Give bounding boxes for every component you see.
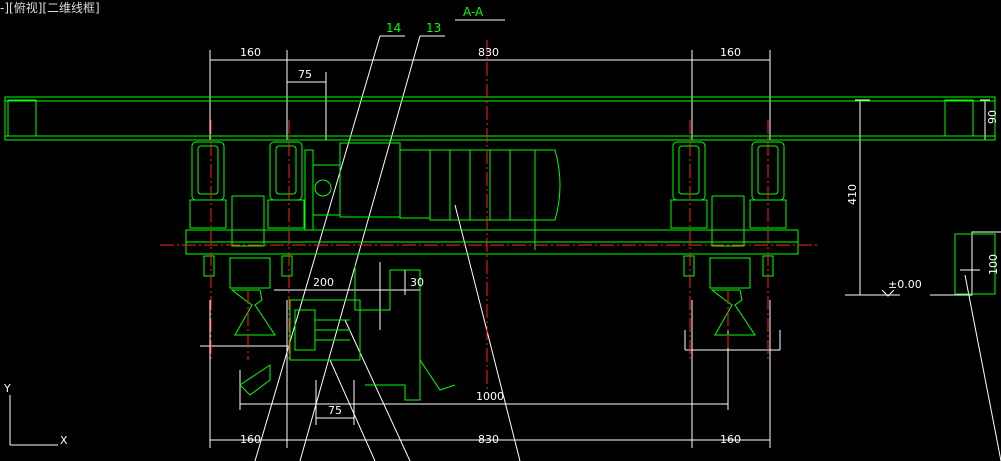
dim-top-right: 160 <box>720 46 741 59</box>
dimension-lines <box>200 19 1001 461</box>
callout-13: 13 <box>426 21 441 35</box>
ucs-icon <box>9 395 58 446</box>
center-lines <box>160 40 820 390</box>
dim-bot-left: 160 <box>240 433 261 446</box>
dim-200: 200 <box>313 276 334 289</box>
callout-14: 14 <box>386 21 401 35</box>
dim-bot-right: 160 <box>720 433 741 446</box>
trolley-geometry <box>4 96 996 401</box>
dim-30: 30 <box>410 276 424 289</box>
dim-top-left: 160 <box>240 46 261 59</box>
dim-far-right-100: 100 <box>987 254 1000 275</box>
dim-1000: 1000 <box>476 390 504 403</box>
section-title: A-A <box>463 5 484 19</box>
dim-top-75: 75 <box>298 68 312 81</box>
dim-bot-mid: 830 <box>478 433 499 446</box>
viewport-controls-label[interactable]: -][俯视][二维线框] <box>0 1 100 15</box>
dim-level: ±0.00 <box>888 278 922 291</box>
ucs-x-label: X <box>60 434 68 447</box>
dim-bot-75: 75 <box>328 404 342 417</box>
dim-top-mid: 830 <box>478 46 499 59</box>
dim-right-90: 90 <box>986 110 999 124</box>
dim-right-410: 410 <box>846 184 859 205</box>
ucs-y-label: Y <box>3 382 11 395</box>
